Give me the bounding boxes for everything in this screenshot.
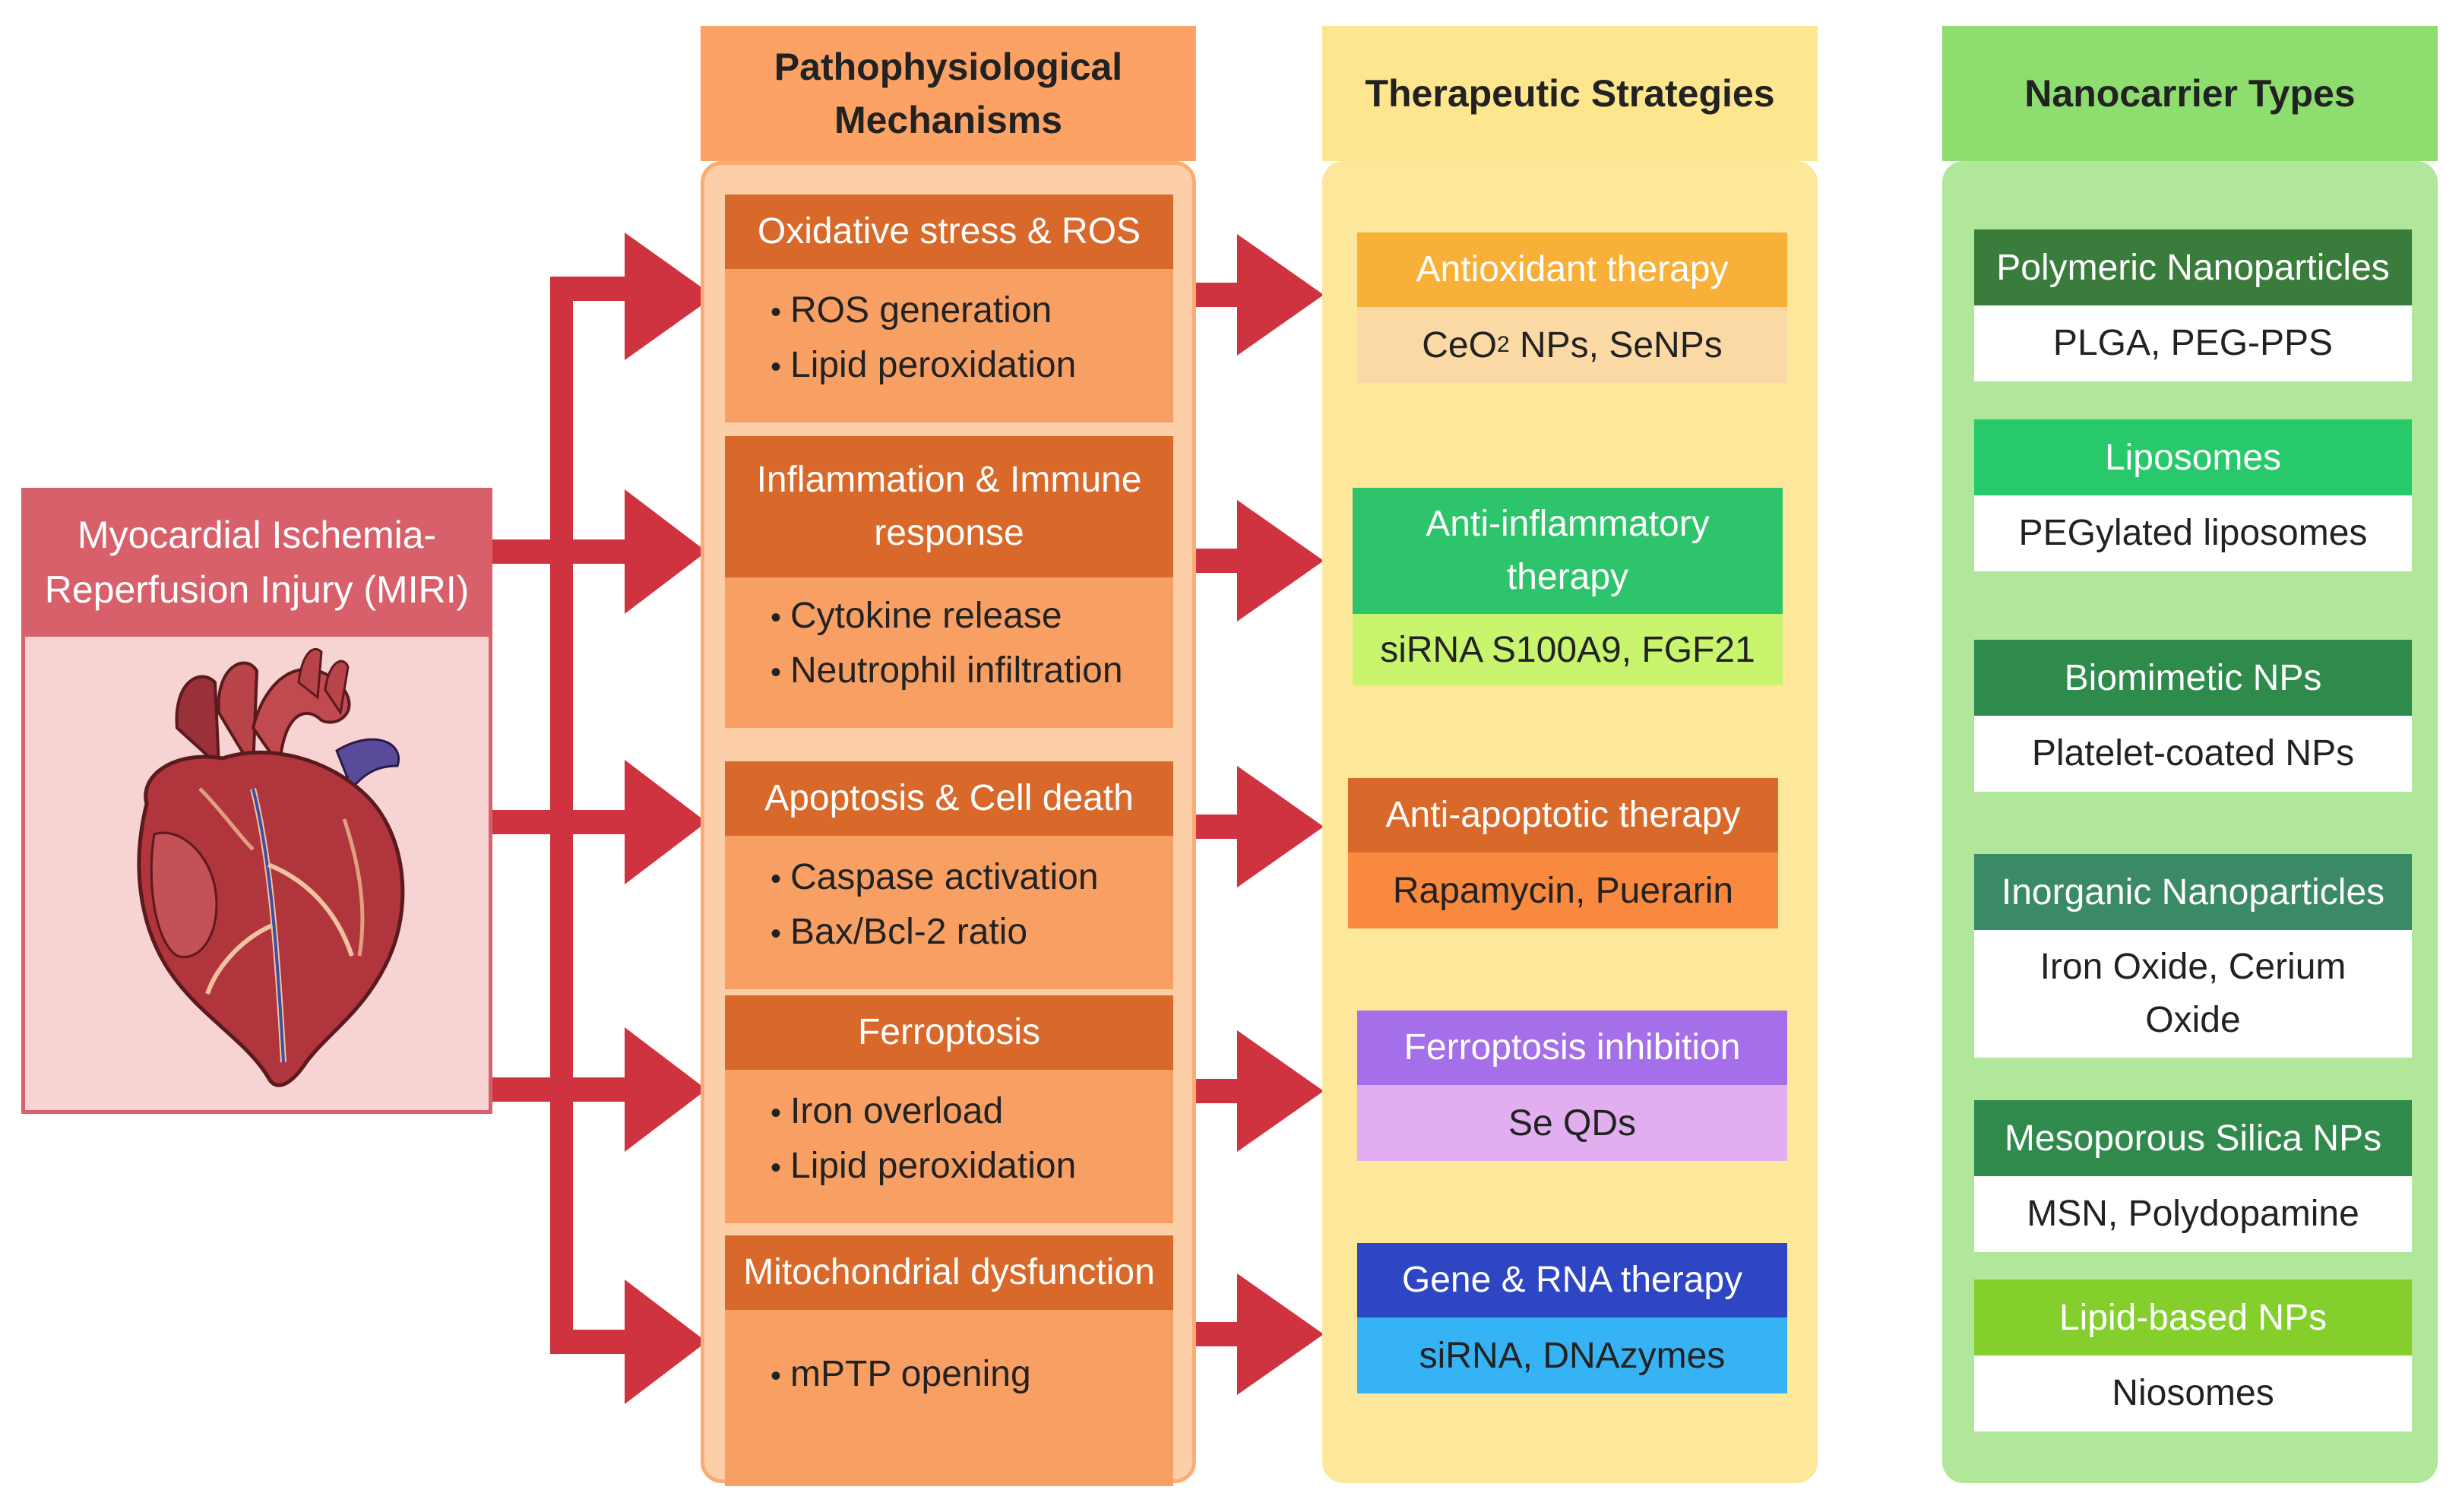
nanocarrier-card-1: Polymeric Nanoparticles PLGA, PEG-PPS	[1974, 229, 2412, 381]
mechanism-card-4: Ferroptosis Iron overload Lipid peroxida…	[725, 995, 1173, 1223]
nanocarrier-title-2: Liposomes	[1974, 419, 2412, 495]
nanocarrier-title-5: Mesoporous Silica NPs	[1974, 1100, 2412, 1176]
nanocarrier-detail-1: PLGA, PEG-PPS	[1974, 305, 2412, 381]
strategy-title-4: Ferroptosis inhibition	[1357, 1011, 1787, 1085]
miri-title: Myocardial Ischemia-Reperfusion Injury (…	[21, 488, 492, 637]
mechanism-item: mPTP opening	[761, 1348, 1173, 1403]
arrowhead-10	[1237, 1273, 1324, 1395]
arrowhead-8	[1237, 766, 1324, 887]
mechanism-items-4: Iron overload Lipid peroxidation	[725, 1070, 1173, 1223]
nanocarrier-card-2: Liposomes PEGylated liposomes	[1974, 419, 2412, 571]
strategy-card-4: Ferroptosis inhibition Se QDs	[1357, 1011, 1787, 1161]
arrowhead-7	[1237, 500, 1324, 622]
mechanism-card-5: Mitochondrial dysfunction mPTP opening	[725, 1235, 1173, 1486]
mechanism-items-5: mPTP opening	[725, 1310, 1173, 1486]
mechanism-title-4: Ferroptosis	[725, 995, 1173, 1070]
mechanism-item: Lipid peroxidation	[761, 1140, 1173, 1194]
arrowhead-5	[625, 1280, 707, 1404]
nanocarrier-title-1: Polymeric Nanoparticles	[1974, 229, 2412, 305]
strategy-detail-5: siRNA, DNAzymes	[1357, 1317, 1787, 1393]
mechanism-items-1: ROS generation Lipid peroxidation	[725, 269, 1173, 422]
nanocarrier-card-3: Biomimetic NPs Platelet-coated NPs	[1974, 640, 2412, 792]
mechanism-card-3: Apoptosis & Cell death Caspase activatio…	[725, 761, 1173, 989]
strategy-detail-text: NPs, SeNPs	[1509, 324, 1723, 365]
nanocarrier-card-5: Mesoporous Silica NPs MSN, Polydopamine	[1974, 1100, 2412, 1252]
arrowhead-1	[625, 232, 714, 360]
nanocarrier-title-6: Lipid-based NPs	[1974, 1280, 2412, 1355]
nanocarriers-panel	[1942, 161, 2438, 1483]
mechanism-item: ROS generation	[761, 284, 1173, 339]
mechanisms-header: Pathophysiological Mechanisms	[701, 26, 1196, 161]
nanocarrier-detail-3: Platelet-coated NPs	[1974, 716, 2412, 792]
strategy-detail-3: Rapamycin, Puerarin	[1348, 852, 1778, 928]
mechanism-title-3: Apoptosis & Cell death	[725, 761, 1173, 836]
mechanism-title-2: Inflammation & Immune response	[725, 436, 1173, 577]
strategies-header: Therapeutic Strategies	[1322, 26, 1818, 161]
nanocarrier-detail-6: Niosomes	[1974, 1355, 2412, 1431]
strategy-detail-2: siRNA S100A9, FGF21	[1353, 614, 1783, 685]
mechanism-item: Iron overload	[761, 1085, 1173, 1140]
mechanism-card-2: Inflammation & Immune response Cytokine …	[725, 436, 1173, 728]
nanocarrier-title-3: Biomimetic NPs	[1974, 640, 2412, 716]
strategy-card-3: Anti-apoptotic therapy Rapamycin, Puerar…	[1348, 778, 1778, 928]
strategy-card-2: Anti-inflammatory therapy siRNA S100A9, …	[1353, 488, 1783, 685]
mechanism-item: Bax/Bcl-2 ratio	[761, 906, 1173, 960]
strategy-detail-4: Se QDs	[1357, 1085, 1787, 1161]
heart-illustration-icon	[137, 647, 405, 1087]
strategy-title-5: Gene & RNA therapy	[1357, 1243, 1787, 1317]
arrowhead-6	[1237, 234, 1324, 356]
strategy-card-5: Gene & RNA therapy siRNA, DNAzymes	[1357, 1243, 1787, 1393]
arrowhead-3	[625, 760, 707, 884]
nanocarrier-card-4: Inorganic Nanoparticles Iron Oxide, Ceri…	[1974, 854, 2412, 1058]
strategy-detail-text: CeO	[1422, 324, 1497, 365]
strategy-title-1: Antioxidant therapy	[1357, 232, 1787, 307]
arrowhead-9	[1237, 1030, 1324, 1152]
nanocarrier-detail-5: MSN, Polydopamine	[1974, 1176, 2412, 1252]
mechanism-item: Caspase activation	[761, 851, 1173, 906]
mechanism-items-2: Cytokine release Neutrophil infiltration	[725, 577, 1173, 728]
nanocarrier-detail-2: PEGylated liposomes	[1974, 495, 2412, 571]
mechanism-title-5: Mitochondrial dysfunction	[725, 1235, 1173, 1310]
mechanism-card-1: Oxidative stress & ROS ROS generation Li…	[725, 195, 1173, 422]
nanocarrier-title-4: Inorganic Nanoparticles	[1974, 854, 2412, 930]
nanocarrier-detail-4: Iron Oxide, Cerium Oxide	[1974, 930, 2412, 1058]
strategy-detail-subscript: 2	[1496, 332, 1510, 357]
arrowhead-4	[625, 1027, 707, 1152]
mechanism-item: Neutrophil infiltration	[761, 644, 1173, 699]
mechanism-item: Lipid peroxidation	[761, 339, 1173, 394]
nanocarriers-header: Nanocarrier Types	[1942, 26, 2438, 161]
arrowhead-2	[625, 489, 707, 614]
nanocarrier-card-6: Lipid-based NPs Niosomes	[1974, 1280, 2412, 1431]
mechanism-item: Cytokine release	[761, 590, 1173, 644]
mechanism-items-3: Caspase activation Bax/Bcl-2 ratio	[725, 836, 1173, 989]
strategy-title-2: Anti-inflammatory therapy	[1353, 488, 1783, 614]
strategy-title-3: Anti-apoptotic therapy	[1348, 778, 1778, 852]
mechanism-title-1: Oxidative stress & ROS	[725, 195, 1173, 269]
miri-image-box	[21, 637, 492, 1114]
